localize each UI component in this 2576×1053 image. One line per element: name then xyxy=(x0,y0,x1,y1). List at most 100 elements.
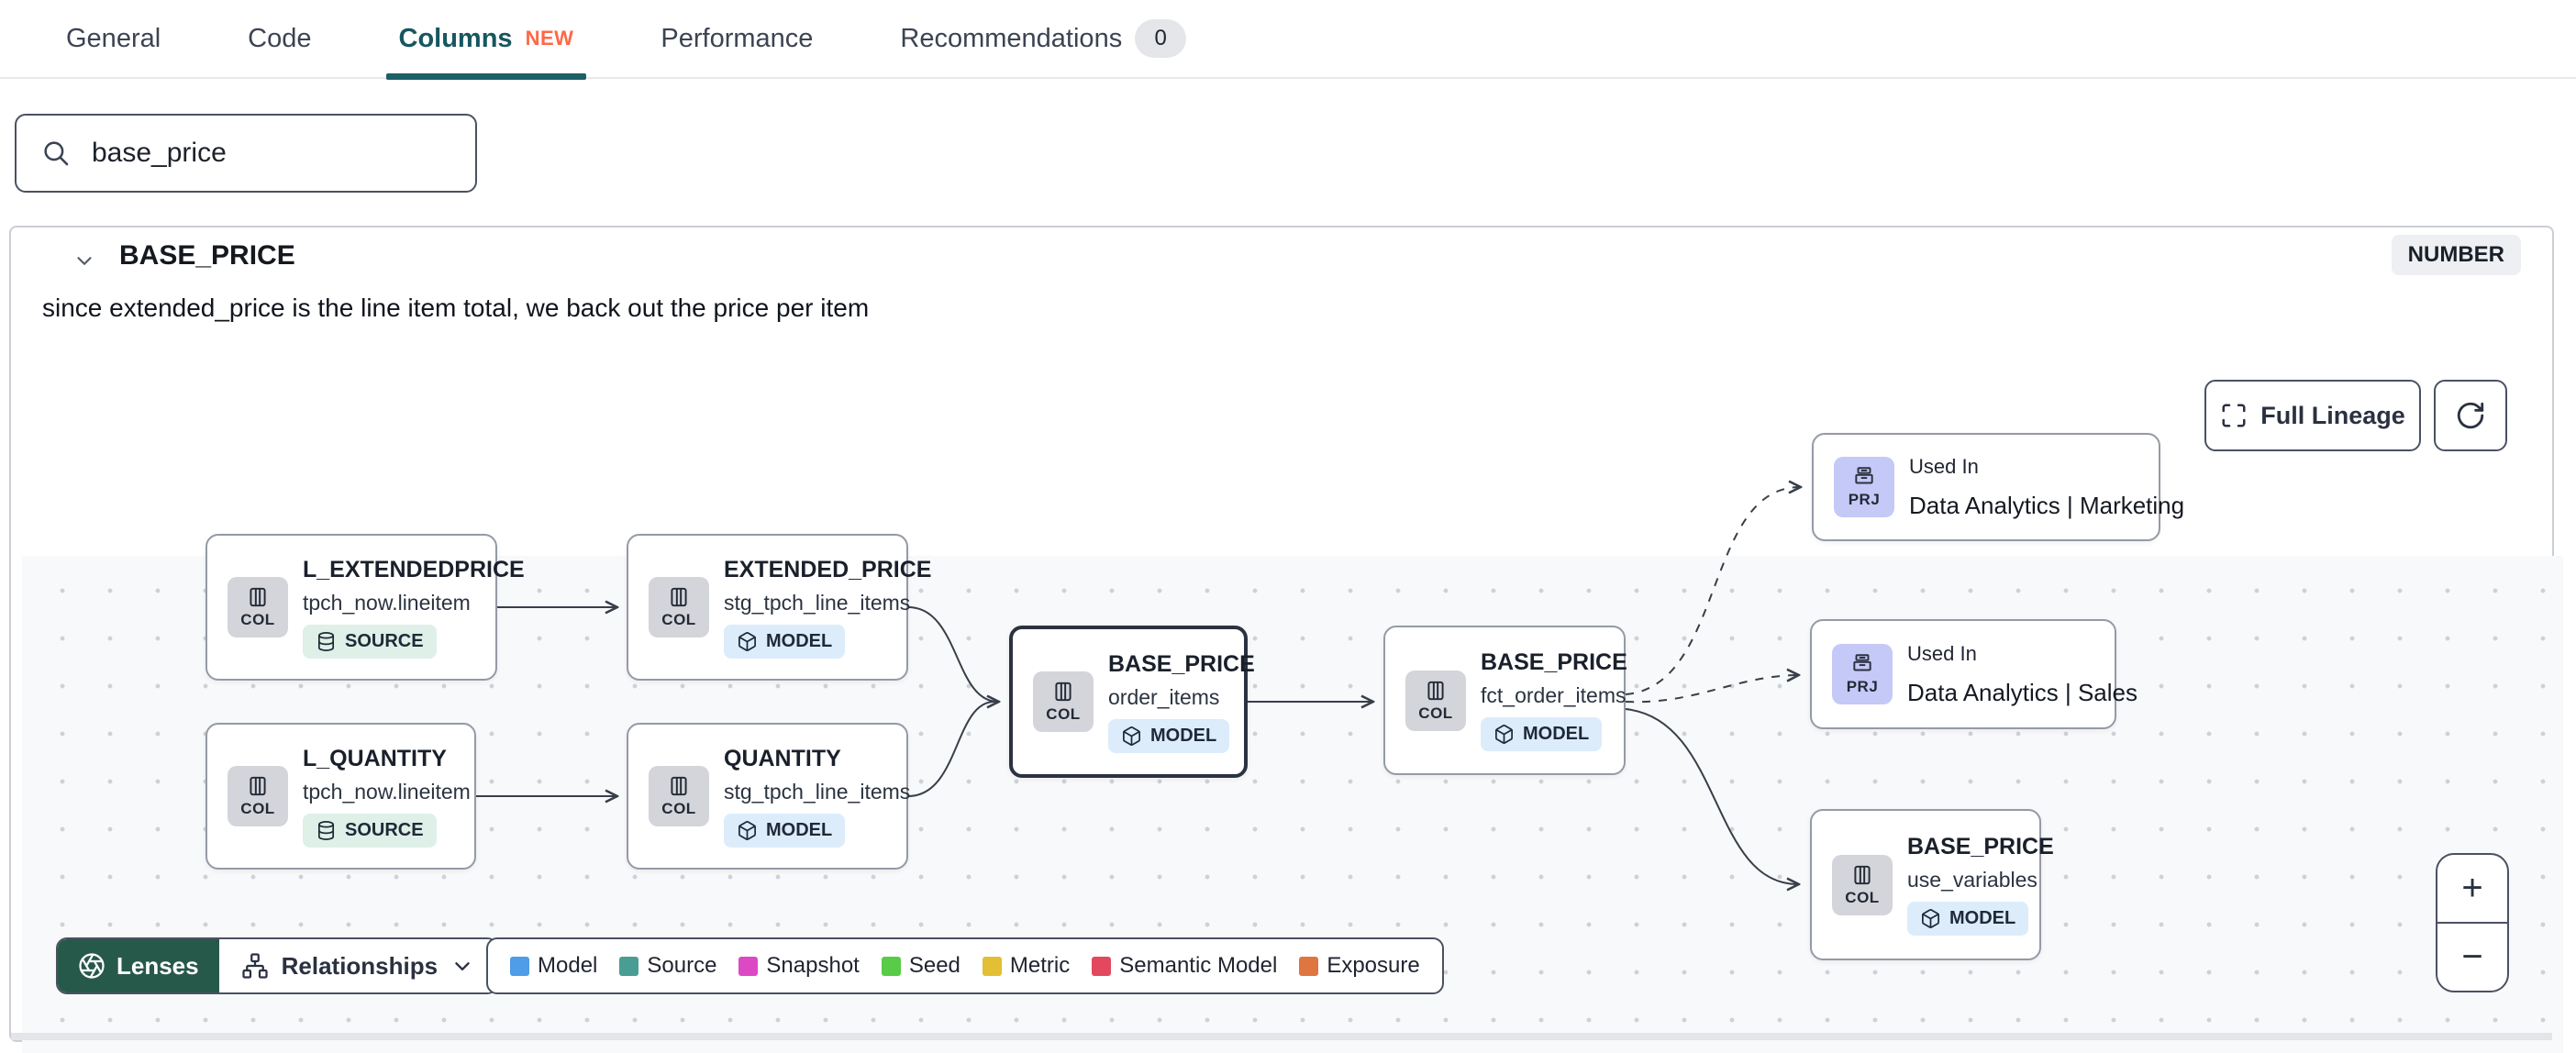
archive-icon xyxy=(1853,654,1871,671)
lineage-node-selected[interactable]: COL BASE_PRICE order_items MODEL xyxy=(1009,626,1255,778)
model-type-badge: MODEL xyxy=(1481,717,1603,751)
source-swatch xyxy=(619,956,639,976)
column-badge: COL xyxy=(649,577,709,637)
lineage-node[interactable]: COL L_EXTENDEDPRICE tpch_now.lineitem SO… xyxy=(205,534,525,681)
new-badge: NEW xyxy=(525,27,574,50)
node-title: BASE_PRICE xyxy=(1907,834,2054,859)
source-type-badge: SOURCE xyxy=(303,624,437,659)
node-subtitle: tpch_now.lineitem xyxy=(303,590,471,615)
lineage-node[interactable]: COL QUANTITY stg_tpch_line_items MODEL xyxy=(627,723,911,870)
tab-performance[interactable]: Performance xyxy=(661,23,814,53)
node-subtitle: order_items xyxy=(1108,684,1220,709)
column-badge: COL xyxy=(1832,854,1893,915)
column-badge: COL xyxy=(649,766,709,826)
model-type-badge: MODEL xyxy=(1907,902,2029,936)
used-in-label: Used In xyxy=(1909,454,1979,478)
database-icon xyxy=(317,631,335,651)
columns-icon xyxy=(671,776,687,796)
node-title: L_EXTENDEDPRICE xyxy=(303,556,525,582)
legend-item-source: Source xyxy=(619,953,716,979)
column-badge: COL xyxy=(228,766,288,826)
exposure-swatch xyxy=(1299,956,1319,976)
refresh-icon xyxy=(2457,402,2484,429)
search-input[interactable] xyxy=(90,137,451,170)
tab-columns[interactable]: Columns NEW xyxy=(385,0,587,80)
aperture-icon xyxy=(79,953,105,979)
node-title: EXTENDED_PRICE xyxy=(724,556,932,582)
lineage-node-used-in[interactable]: PRJ Used In Data Analytics | Sales xyxy=(1810,619,2137,729)
node-subtitle: tpch_now.lineitem xyxy=(303,779,471,804)
node-title: Data Analytics | Marketing xyxy=(1909,491,2185,519)
column-description: since extended_price is the line item to… xyxy=(42,294,870,322)
legend-item-seed: Seed xyxy=(881,953,960,979)
used-in-label: Used In xyxy=(1907,641,1977,665)
expand-icon xyxy=(2222,404,2246,427)
node-title: QUANTITY xyxy=(724,745,841,771)
node-title: BASE_PRICE xyxy=(1108,650,1255,677)
project-badge: PRJ xyxy=(1834,457,1894,517)
model-type-badge: MODEL xyxy=(1108,718,1230,753)
node-subtitle: stg_tpch_line_items xyxy=(724,779,911,804)
lineage-node-used-in[interactable]: PRJ Used In Data Analytics | Marketing xyxy=(1812,433,2184,541)
metric-swatch xyxy=(982,956,1002,976)
source-type-badge: SOURCE xyxy=(303,813,437,848)
relationships-dropdown[interactable]: Relationships xyxy=(218,939,497,992)
database-icon xyxy=(317,820,335,840)
legend-item-model: Model xyxy=(510,953,597,979)
lenses-button[interactable]: Lenses xyxy=(58,939,219,992)
full-lineage-button[interactable]: Full Lineage xyxy=(2204,380,2421,451)
zoom-in-button[interactable]: + xyxy=(2461,867,2483,908)
column-badge: COL xyxy=(1033,671,1094,732)
zoom-controls: + − xyxy=(2436,853,2509,992)
node-title: L_QUANTITY xyxy=(303,745,447,771)
columns-icon xyxy=(1854,865,1871,884)
legend-item-exposure: Exposure xyxy=(1299,953,1420,979)
tab-general[interactable]: General xyxy=(66,23,161,53)
lineage-node[interactable]: COL BASE_PRICE use_variables MODEL xyxy=(1810,809,2054,960)
legend-item-semantic-model: Semantic Model xyxy=(1092,953,1277,979)
columns-icon xyxy=(671,587,687,607)
node-subtitle: stg_tpch_line_items xyxy=(724,590,911,615)
lenses-toolbar: Lenses Relationships xyxy=(56,937,499,994)
cube-icon xyxy=(1922,909,1939,928)
columns-icon xyxy=(1427,681,1444,700)
data-type-badge: NUMBER xyxy=(2391,235,2521,275)
columns-icon xyxy=(250,776,266,796)
lineage-node[interactable]: COL EXTENDED_PRICE stg_tpch_line_items M… xyxy=(627,534,931,681)
model-swatch xyxy=(510,956,529,976)
refresh-button[interactable] xyxy=(2434,380,2507,451)
horizontal-scrollbar[interactable] xyxy=(11,1033,2552,1040)
search-icon xyxy=(44,141,69,166)
node-title: Data Analytics | Sales xyxy=(1907,678,2137,706)
zoom-out-button[interactable]: − xyxy=(2461,937,2483,978)
model-type-badge: MODEL xyxy=(724,624,846,659)
snapshot-swatch xyxy=(738,956,759,976)
node-subtitle: use_variables xyxy=(1907,868,2037,892)
recommendations-count-badge: 0 xyxy=(1135,19,1187,58)
lineage-node[interactable]: COL L_QUANTITY tpch_now.lineitem SOURCE xyxy=(205,723,476,870)
column-badge: COL xyxy=(228,577,288,637)
chevron-down-icon xyxy=(455,962,470,970)
cube-icon xyxy=(1495,725,1513,744)
columns-icon xyxy=(250,587,266,607)
tab-recommendations[interactable]: Recommendations 0 xyxy=(900,0,1187,78)
legend-item-snapshot: Snapshot xyxy=(738,953,860,979)
project-badge: PRJ xyxy=(1832,644,1893,704)
tab-bar: General Code Columns NEW Performance Rec… xyxy=(0,0,2576,80)
lineage-node[interactable]: COL BASE_PRICE fct_order_items MODEL xyxy=(1383,626,1627,775)
cube-icon xyxy=(1123,726,1140,746)
column-search[interactable] xyxy=(15,114,477,193)
column-header: BASE_PRICE NUMBER since extended_price i… xyxy=(11,227,2552,322)
cube-icon xyxy=(738,820,756,840)
relationships-icon xyxy=(241,953,268,979)
node-type-legend: Model Source Snapshot Seed Metric Semant… xyxy=(486,937,1444,994)
model-type-badge: MODEL xyxy=(724,813,846,848)
column-badge: COL xyxy=(1405,670,1466,731)
cube-icon xyxy=(738,631,756,651)
legend-item-metric: Metric xyxy=(982,953,1070,979)
collapse-chevron-icon[interactable] xyxy=(68,244,101,277)
tab-code[interactable]: Code xyxy=(248,23,312,53)
columns-icon xyxy=(1055,682,1071,702)
column-name: BASE_PRICE xyxy=(119,240,295,271)
